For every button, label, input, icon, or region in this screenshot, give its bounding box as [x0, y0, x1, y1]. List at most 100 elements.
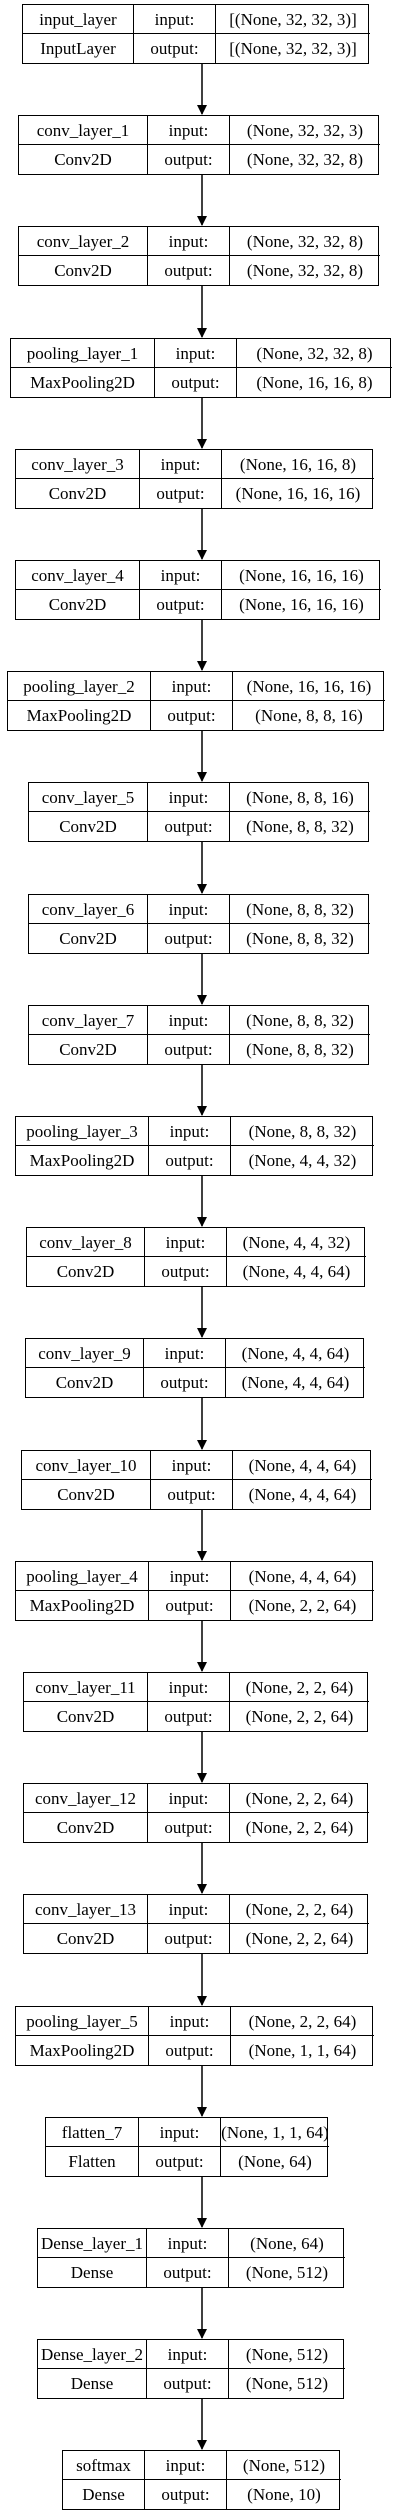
output-port-label: output: [147, 2258, 229, 2287]
output-port-label: output: [148, 1813, 230, 1842]
input-port-label: input: [134, 5, 216, 33]
input-port-label: input: [155, 339, 237, 367]
layer-type: Conv2D [24, 1813, 148, 1842]
input-port-label: input: [139, 2118, 221, 2146]
output-shape: (None, 2, 2, 64) [245, 1818, 354, 1837]
input-shape: (None, 2, 2, 64) [245, 1788, 354, 1808]
output-port-label: output: [145, 1257, 227, 1286]
input-port-label: input: [147, 2229, 229, 2257]
layer-name: flatten_7 [46, 2118, 139, 2146]
output-shape: [(None, 32, 32, 3)] [229, 39, 357, 58]
input-shape: (None, 16, 16, 16) [246, 676, 372, 696]
layer-name: conv_layer_7 [29, 1006, 148, 1034]
input-port-label: input: [148, 1006, 230, 1034]
layer-type: Dense [38, 2369, 147, 2398]
output-port-label: output: [134, 34, 216, 63]
input-shape: (None, 2, 2, 64) [248, 2011, 357, 2031]
input-port-label: input: [147, 2340, 229, 2368]
layer-name: conv_layer_3 [16, 450, 140, 478]
layer-name: conv_layer_6 [29, 895, 148, 923]
output-port-label: output: [151, 701, 233, 730]
input-port-label: input: [151, 1451, 233, 1479]
output-port-label: output: [140, 590, 222, 619]
input-shape: (None, 32, 32, 3) [246, 120, 364, 140]
layer-name: conv_layer_4 [16, 561, 140, 589]
output-shape: (None, 2, 2, 64) [245, 1929, 354, 1948]
output-port-label: output: [155, 368, 237, 397]
layer-type: Conv2D [19, 145, 148, 174]
output-port-label: output: [149, 2036, 231, 2065]
input-shape: (None, 512) [242, 2455, 326, 2475]
input-shape: (None, 8, 8, 32) [246, 1010, 354, 1030]
input-port-label: input: [148, 116, 230, 144]
input-port-label: input: [144, 1339, 226, 1367]
layer-type: Conv2D [26, 1368, 144, 1397]
input-port-label: input: [148, 783, 230, 811]
layer-name: softmax [63, 2451, 145, 2479]
layer-name: Dense_layer_2 [38, 2340, 147, 2368]
layer-type: Conv2D [16, 479, 140, 508]
output-port-label: output: [148, 256, 230, 285]
output-port-label: output: [140, 479, 222, 508]
layer-type: Dense [63, 2480, 145, 2509]
layer-name: pooling_layer_2 [8, 672, 151, 700]
input-shape: (None, 4, 4, 64) [248, 1455, 357, 1475]
input-port-label: input: [145, 1228, 227, 1256]
input-port-label: input: [149, 2007, 231, 2035]
layer-name: conv_layer_2 [19, 227, 148, 255]
layer-type: InputLayer [23, 34, 134, 63]
input-port-label: input: [145, 2451, 227, 2479]
layer-type: MaxPooling2D [11, 368, 155, 397]
input-shape: (None, 8, 8, 32) [248, 1121, 357, 1141]
layer-name: pooling_layer_3 [16, 1117, 149, 1145]
layer-type: Conv2D [24, 1702, 148, 1731]
output-shape: (None, 16, 16, 16) [235, 484, 361, 503]
input-shape: (None, 64) [250, 2233, 324, 2253]
output-shape: (None, 64) [238, 2152, 312, 2171]
output-port-label: output: [151, 1480, 233, 1509]
output-port-label: output: [147, 2369, 229, 2398]
layer-name: pooling_layer_1 [11, 339, 155, 367]
layer-type: Conv2D [27, 1257, 145, 1286]
output-shape: (None, 32, 32, 8) [246, 261, 364, 280]
output-port-label: output: [144, 1368, 226, 1397]
output-port-label: output: [148, 812, 230, 841]
layer-type: Conv2D [22, 1480, 151, 1509]
output-shape: (None, 512) [245, 2374, 329, 2393]
layer-type: Flatten [46, 2147, 139, 2176]
